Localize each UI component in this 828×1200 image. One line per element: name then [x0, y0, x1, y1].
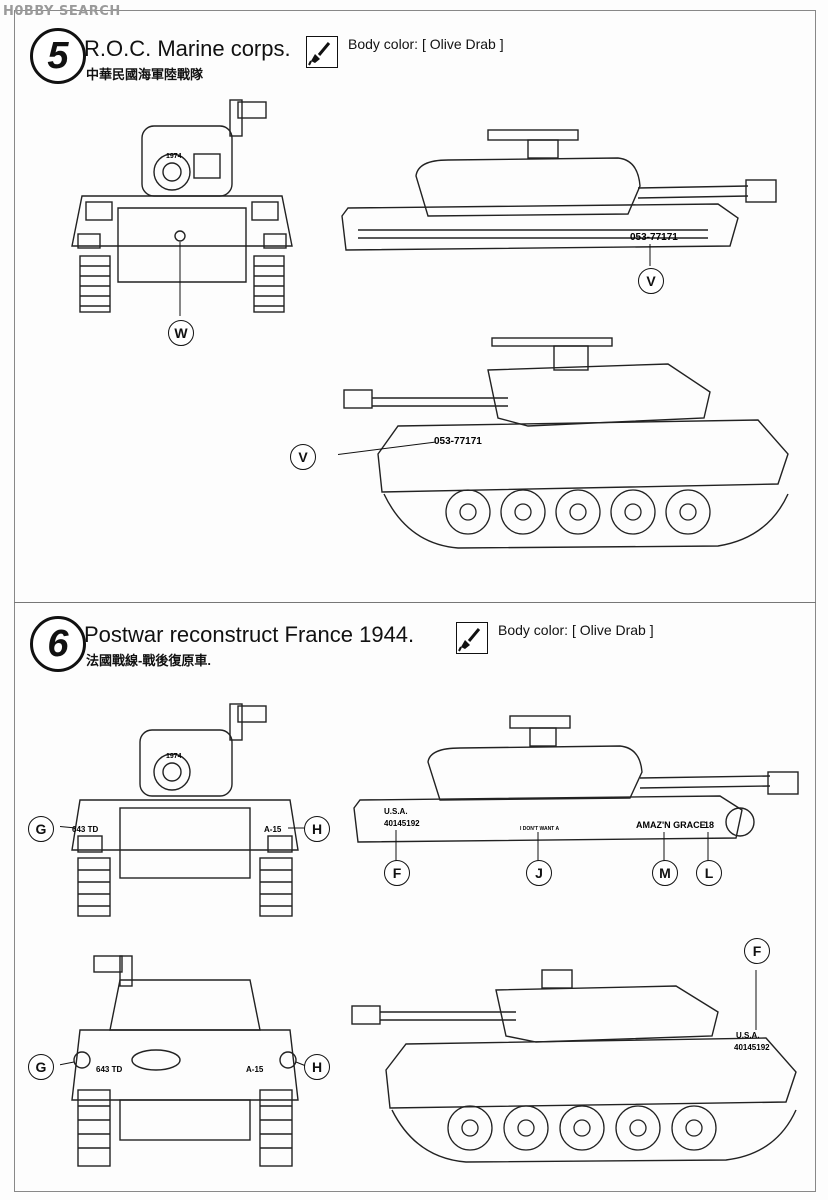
- tank-side-view-6: U.S.A. 40145192: [346, 966, 806, 1166]
- rear-right-marking: A-15: [246, 1065, 264, 1074]
- callout-v-top: V: [638, 268, 664, 294]
- top-nickname-marking: AMAZ'N GRACE: [636, 820, 706, 830]
- front-plate-number-6: 1974: [166, 753, 182, 760]
- callout-h-front: H: [304, 816, 330, 842]
- page-frame: [14, 10, 816, 1192]
- callout-f-top: F: [384, 860, 410, 886]
- callout-j-top: J: [526, 860, 552, 886]
- tank-top-view: 053-77171: [338, 126, 798, 266]
- callout-g-rear: G: [28, 1054, 54, 1080]
- section-5-number: 5: [30, 28, 86, 84]
- side-usa-marking: U.S.A.: [736, 1031, 760, 1040]
- top-serial-marking: 40145192: [384, 819, 420, 828]
- front-plate-number: 1974: [166, 153, 182, 160]
- section-6-number: 6: [30, 616, 86, 672]
- section-5-title: R.O.C. Marine corps.: [84, 36, 291, 61]
- body-color-label: Body color:: [348, 36, 419, 52]
- side-serial-marking: 40145192: [734, 1043, 770, 1052]
- top-turret-number: 18: [704, 820, 714, 830]
- callout-h-rear: H: [304, 1054, 330, 1080]
- section-5-subtitle: 中華民國海軍陸戰隊: [86, 67, 204, 82]
- watermark: H0BBY SEARCH: [3, 4, 121, 19]
- paintbrush-icon: [456, 622, 488, 654]
- body-color-label: Body color:: [498, 622, 569, 638]
- tank-front-view: 1974: [62, 96, 302, 316]
- body-color-value: [ Olive Drab ]: [421, 36, 504, 52]
- callout-g-front: G: [28, 816, 54, 842]
- section-divider: [14, 602, 816, 603]
- tank-rear-view: 643 TD A-15: [60, 950, 310, 1180]
- tank-top-view-6: U.S.A. 40145192 I DON'T WANT A AMAZ'N GR…: [350, 712, 810, 862]
- paintbrush-icon: [306, 36, 338, 68]
- side-number-side: 053-77171: [434, 436, 482, 447]
- rear-left-marking: 643 TD: [96, 1065, 122, 1074]
- body-color-value: [ Olive Drab ]: [571, 622, 654, 638]
- section-6-body-color: Body color: [ Olive Drab ]: [498, 622, 654, 638]
- callout-f-side: F: [744, 938, 770, 964]
- callout-w: W: [168, 320, 194, 346]
- tank-front-view-6: 1974 643 TD A-15: [60, 700, 310, 920]
- section-6-title: Postwar reconstruct France 1944.: [84, 622, 415, 647]
- callout-l-top: L: [696, 860, 722, 886]
- section-6-subtitle: 法國戰線-戰後復原車.: [86, 653, 211, 668]
- front-right-marking: A-15: [264, 825, 282, 834]
- section-5-body-color: Body color: [ Olive Drab ]: [348, 36, 504, 52]
- top-small-marking: I DON'T WANT A: [520, 826, 559, 832]
- callout-v-side: V: [290, 444, 316, 470]
- top-usa-marking: U.S.A.: [384, 807, 408, 816]
- callout-m-top: M: [652, 860, 678, 886]
- tank-side-view: 053-77171: [338, 334, 798, 554]
- side-number-top: 053-77171: [630, 232, 678, 243]
- front-left-marking: 643 TD: [72, 825, 98, 834]
